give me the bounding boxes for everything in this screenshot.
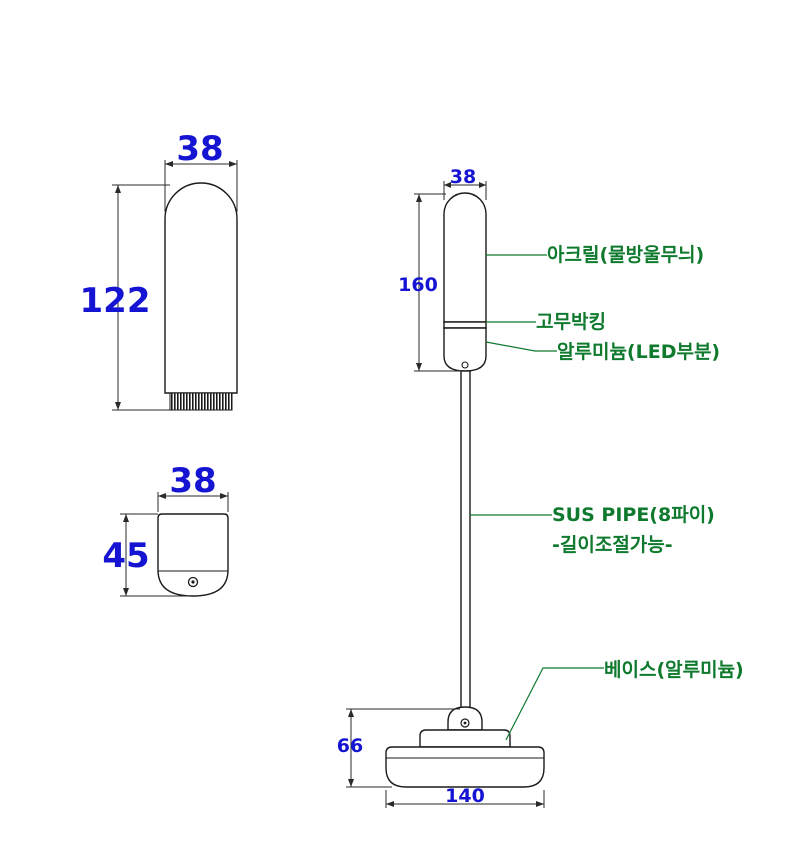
foot-height-label: 66 (337, 735, 363, 757)
assembly-sus-pipe (460, 370, 471, 711)
assembly-base-foot (385, 746, 545, 788)
aluminum-holder-body (157, 513, 229, 597)
assembly-rubber-packing (443, 321, 487, 329)
assembly-acrylic-head (443, 192, 487, 323)
cap-width-label: 38 (176, 129, 223, 169)
aluminum-led-callout: 알루미늄(LED부분) (557, 341, 720, 363)
acrylic-cap-view: 38 122 (80, 129, 238, 411)
assembly-base-collar (419, 729, 511, 748)
aluminum-led-leader (485, 341, 557, 352)
acrylic-callout: 아크릴(물방울무늬) (547, 244, 704, 266)
assembly-view: 38 160 66 140 (337, 166, 545, 808)
foot-width-label: 140 (445, 785, 485, 807)
aluminum-holder-view: 38 45 (102, 461, 229, 597)
cap-thread (169, 392, 233, 411)
holder-height-label: 45 (102, 536, 149, 576)
callouts: 아크릴(물방울무늬) 고무박킹 알루미늄(LED부분) SUS PIPE(8파이… (470, 244, 744, 741)
acrylic-cap-body (164, 182, 238, 394)
rubber-packing-callout: 고무박킹 (536, 311, 606, 333)
base-leader (505, 667, 604, 741)
sus-pipe-callout: SUS PIPE(8파이) (552, 504, 715, 526)
base-callout: 베이스(알루미늄) (604, 659, 744, 681)
assembly-height-label: 160 (398, 274, 438, 296)
assembly-width-label: 38 (450, 166, 476, 188)
length-adjust-callout: -길이조절가능- (552, 534, 673, 556)
holder-width-label: 38 (169, 461, 216, 501)
cap-height-label: 122 (80, 281, 151, 321)
